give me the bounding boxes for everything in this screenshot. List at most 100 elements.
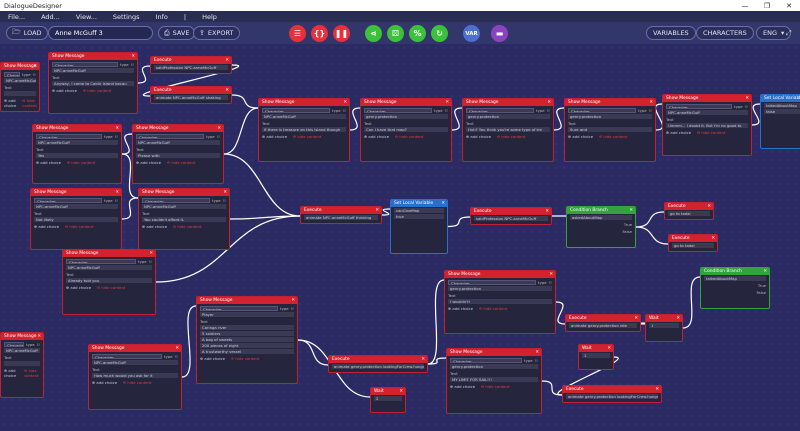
node-header[interactable]: Execute✕ [301,207,381,214]
add-branch-button[interactable]: ⋖ [365,25,382,42]
people-icon[interactable]: ⚇ [32,72,36,77]
node-header[interactable]: Execute✕ [665,203,713,210]
add-message-button[interactable]: ☰ [289,25,306,42]
add-choice-button[interactable]: ⊕ add choice [142,224,168,229]
message-text-field[interactable]: Anyway, I came to Caldir Island becau [52,81,134,86]
people-icon[interactable]: ⚇ [148,259,152,264]
node-header[interactable]: Show Message✕ [197,297,297,304]
message-text-field[interactable]: Please with [136,153,220,158]
people-icon[interactable]: ⚇ [342,108,346,113]
node-close-icon[interactable]: ✕ [655,387,659,392]
node-close-icon[interactable]: ✕ [375,208,379,213]
people-icon[interactable]: ⚇ [744,104,748,109]
character-name-field[interactable]: Player [200,312,294,317]
node-wait[interactable]: Wait✕2 [370,387,406,413]
execute-code-field[interactable]: animate NPC.anneMcGuff thinking [304,215,378,220]
node-close-icon[interactable]: ✕ [711,236,715,241]
hide-content-button[interactable]: ⊖ hide content [599,134,628,139]
node-header[interactable]: Show Message✕ [33,125,121,132]
menu-info[interactable]: Info [155,12,168,21]
people-icon[interactable]: ⚇ [290,306,294,311]
execute-code-field[interactable]: saidProfession NPC.anneMcGuff [154,65,228,70]
node-close-icon[interactable]: ✕ [291,298,295,303]
add-choice-button[interactable]: ⊕ add choice [4,98,17,108]
export-button[interactable]: ⇪ EXPORT [193,26,240,40]
choice-field[interactable]: A bag of sweets [200,337,294,342]
condition-field[interactable]: askedAboutMap [570,215,632,220]
character-name-field[interactable]: NPC.anneMcGuff [666,110,748,115]
execute-code-field[interactable]: animate NPC.anneMcGuff shaking [154,95,228,100]
node-header[interactable]: Execute✕ [471,208,551,215]
variable-name-field[interactable]: canGiveMap [394,208,444,213]
node-header[interactable]: Condition Branch✕ [567,207,635,214]
people-icon[interactable]: ⚇ [216,134,220,139]
character-name-field[interactable]: NPC.anneMcGuff [142,204,226,209]
variables-button[interactable]: VARIABLES [646,26,696,40]
node-header[interactable]: Show Message✕ [1,333,43,340]
node-header[interactable]: Show Message✕ [89,345,181,352]
hide-content-button[interactable]: ⊖ hide content [65,224,94,229]
people-icon[interactable]: ⚇ [648,108,652,113]
node-execute[interactable]: Execute✕animate genry.protection looking… [562,385,662,403]
node-close-icon[interactable]: ✕ [115,190,119,195]
character-name-field[interactable]: NPC.anneMcGuff [92,360,178,365]
character-select[interactable]: Character [200,306,279,311]
character-name-field[interactable]: genry.protection [466,114,550,119]
add-variable-button[interactable]: VAR [463,25,480,42]
node-execute[interactable]: Execute✕animate genry.protection looking… [328,355,428,373]
node-close-icon[interactable]: ✕ [441,201,445,206]
character-name-field[interactable]: NPC.anneMcGuff [262,114,346,119]
variable-value-field[interactable]: true [394,214,444,219]
character-name-field[interactable]: NPC.anneMcGuff [34,204,118,209]
node-header[interactable]: Execute✕ [566,315,640,322]
character-select[interactable]: Character [4,72,21,77]
menu-file[interactable]: File... [8,12,26,21]
character-select[interactable]: Character [66,259,137,264]
node-header[interactable]: Execute✕ [151,57,231,64]
message-text-field[interactable]: If there is treasure on this island thou… [262,127,346,132]
hide-content-button[interactable]: ⊖ hide content [697,130,726,135]
node-header[interactable]: Set Local Variable✕ [761,95,800,102]
node-close-icon[interactable]: ✕ [33,64,37,69]
character-select[interactable]: Character [364,108,433,113]
character-select[interactable]: Character [36,134,103,139]
node-header[interactable]: Show Message✕ [133,125,223,132]
node-header[interactable]: Show Message✕ [259,99,349,106]
character-name-field[interactable]: NPC.anneMcGuff [66,265,152,270]
node-close-icon[interactable]: ✕ [225,88,229,93]
add-choice-button[interactable]: ⊕ add choice [4,368,17,378]
add-choice-button[interactable]: ⊕ add choice [200,356,226,361]
hide-content-button[interactable]: ⊖ hide content [173,224,202,229]
character-name-field[interactable]: NPC.anneMcGuff [136,140,220,145]
people-icon[interactable]: ⚇ [546,108,550,113]
hide-content-button[interactable]: ⊖ hide content [481,384,510,389]
add-comment-button[interactable]: ▬ [491,25,508,42]
character-name-field[interactable]: NPC.anneMcGuff [36,140,118,145]
wait-value-field[interactable]: 1 [649,323,679,328]
add-repeat-button[interactable]: ↻ [431,25,448,42]
node-execute[interactable]: Execute✕go to tadai [664,202,714,220]
hide-content-button[interactable]: ⊖ hide content [24,368,39,378]
character-select[interactable]: Character [466,108,535,113]
variable-name-field[interactable]: talkedAboutMap [764,103,800,108]
node-close-icon[interactable]: ✕ [37,334,41,339]
node-header[interactable]: Show Message✕ [139,189,229,196]
execute-code-field[interactable]: go to tadai [668,211,710,216]
node-execute[interactable]: Execute✕animate NPC.anneMcGuff thinking [300,206,382,224]
node-header[interactable]: Show Message✕ [463,99,553,106]
character-select[interactable]: Character [92,354,163,359]
add-choice-button[interactable]: ⊕ add choice [448,306,474,311]
node-execute[interactable]: Execute✕saidProfession NPC.anneMcGuff [470,207,552,225]
add-choice-button[interactable]: ⊕ add choice [52,88,78,93]
hide-content-button[interactable]: ⊖ hide content [293,134,322,139]
choice-field[interactable]: 5 soldiers [200,331,294,336]
node-header[interactable]: Set Local Variable✕ [391,200,447,207]
